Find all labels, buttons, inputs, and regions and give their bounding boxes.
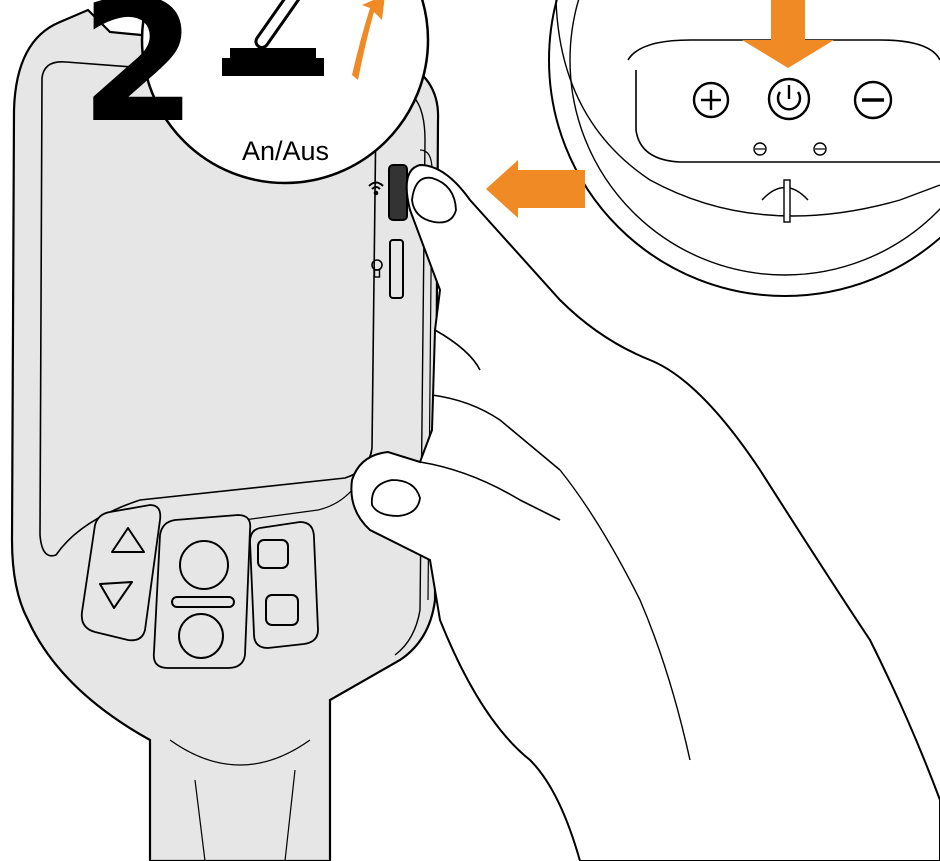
step-caption: An/Aus <box>242 136 329 166</box>
switch-base-cap <box>230 48 316 60</box>
step-number: 2 <box>80 0 197 160</box>
panel-latch <box>784 180 790 222</box>
zoom-control-panel <box>549 0 940 296</box>
orange-left-arrow <box>486 160 585 218</box>
switch-base <box>222 58 324 76</box>
light-switch-slot[interactable] <box>390 240 403 298</box>
center-button-pad <box>154 515 250 668</box>
power-switch-slot[interactable] <box>389 165 407 220</box>
